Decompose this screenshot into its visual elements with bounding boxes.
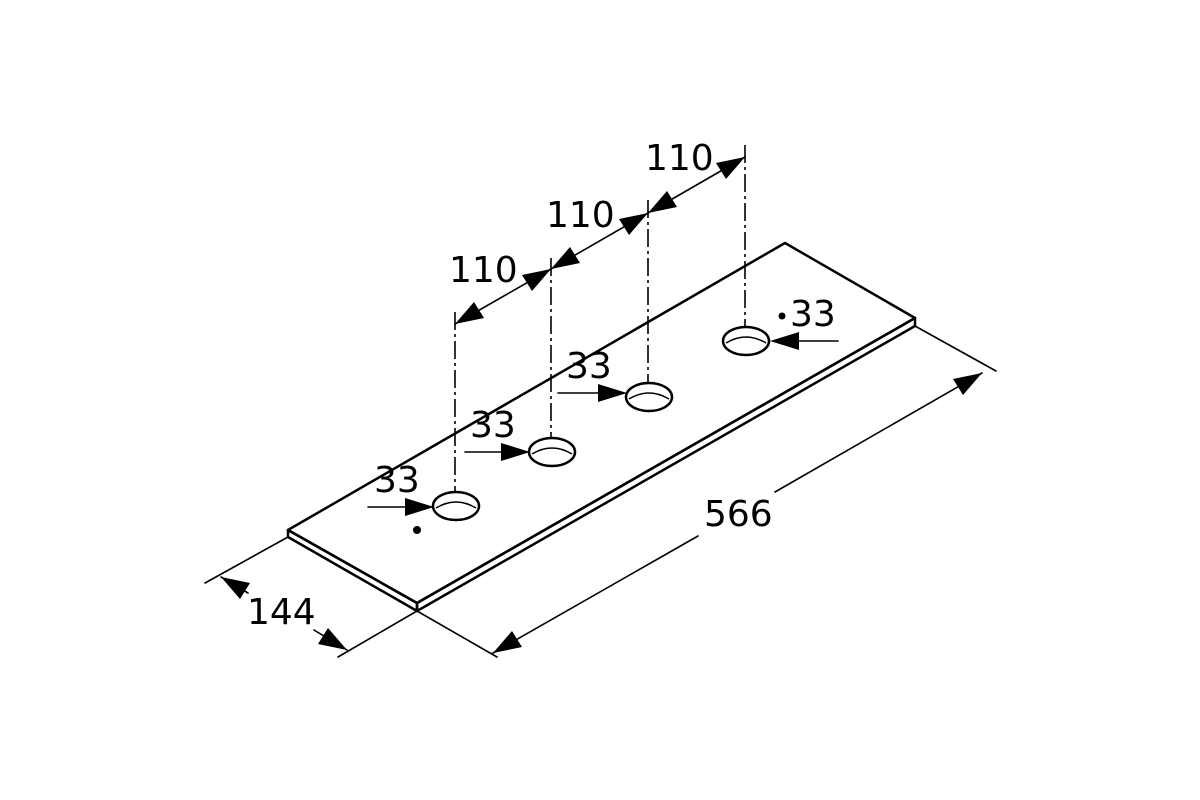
spacing-dim-2-arrow-a: [551, 247, 580, 269]
spacing-label-3: 110: [645, 138, 714, 179]
spacing-dim-3-arrow-b: [716, 157, 745, 179]
hole-1-wall: [435, 501, 477, 509]
hole-diameter-leaders: [367, 332, 839, 516]
hole-diameter-label-2: 33: [470, 405, 516, 446]
length-dim-line-a: [492, 535, 699, 654]
hole-4-wall: [725, 336, 767, 344]
dimension-labels: 110 110 110 33 33 33 33 566 144: [247, 138, 836, 633]
hole-2-wall: [531, 447, 573, 455]
length-label: 566: [704, 494, 773, 535]
hole-diameter-label-3: 33: [566, 346, 612, 387]
width-ext-line-left: [204, 536, 289, 584]
hole-centerlines: [454, 145, 746, 506]
hole-3: [624, 381, 674, 413]
hole-3-wall: [628, 392, 670, 400]
spacing-dim-1-arrow-b: [522, 269, 551, 291]
width-label: 144: [247, 592, 316, 633]
marker-dot-right: [778, 312, 786, 320]
length-dimension: [416, 325, 997, 658]
marker-dot-left: [413, 526, 421, 534]
hole-4: [721, 325, 771, 357]
spacing-dim-1-arrow-a: [455, 302, 484, 324]
leader-hole-1-arrow: [405, 498, 434, 516]
width-arrow-right: [318, 628, 347, 650]
length-dim-line-b: [774, 372, 983, 493]
width-ext-line-right: [337, 610, 418, 658]
hole-diameter-label-1: 33: [374, 460, 420, 501]
hole-1: [431, 490, 481, 522]
length-arrow-left: [493, 631, 522, 653]
length-arrow-right: [953, 373, 982, 395]
leader-hole-2-arrow: [501, 443, 530, 461]
length-ext-line-right: [914, 325, 997, 372]
spacing-label-2: 110: [546, 195, 615, 236]
width-dimension: [204, 536, 418, 658]
leader-hole-4-arrow: [770, 332, 799, 350]
spacing-label-1: 110: [449, 250, 518, 291]
hole-spacing-dimensions: [454, 156, 746, 325]
spacing-dim-3-arrow-a: [648, 191, 677, 213]
hole-diameter-label-4: 33: [790, 294, 836, 335]
leader-hole-3-arrow: [598, 384, 627, 402]
width-arrow-left: [221, 577, 250, 599]
plate-front-edge: [415, 316, 917, 613]
spacing-dim-2-arrow-b: [619, 213, 648, 235]
length-ext-line-left: [416, 610, 498, 658]
